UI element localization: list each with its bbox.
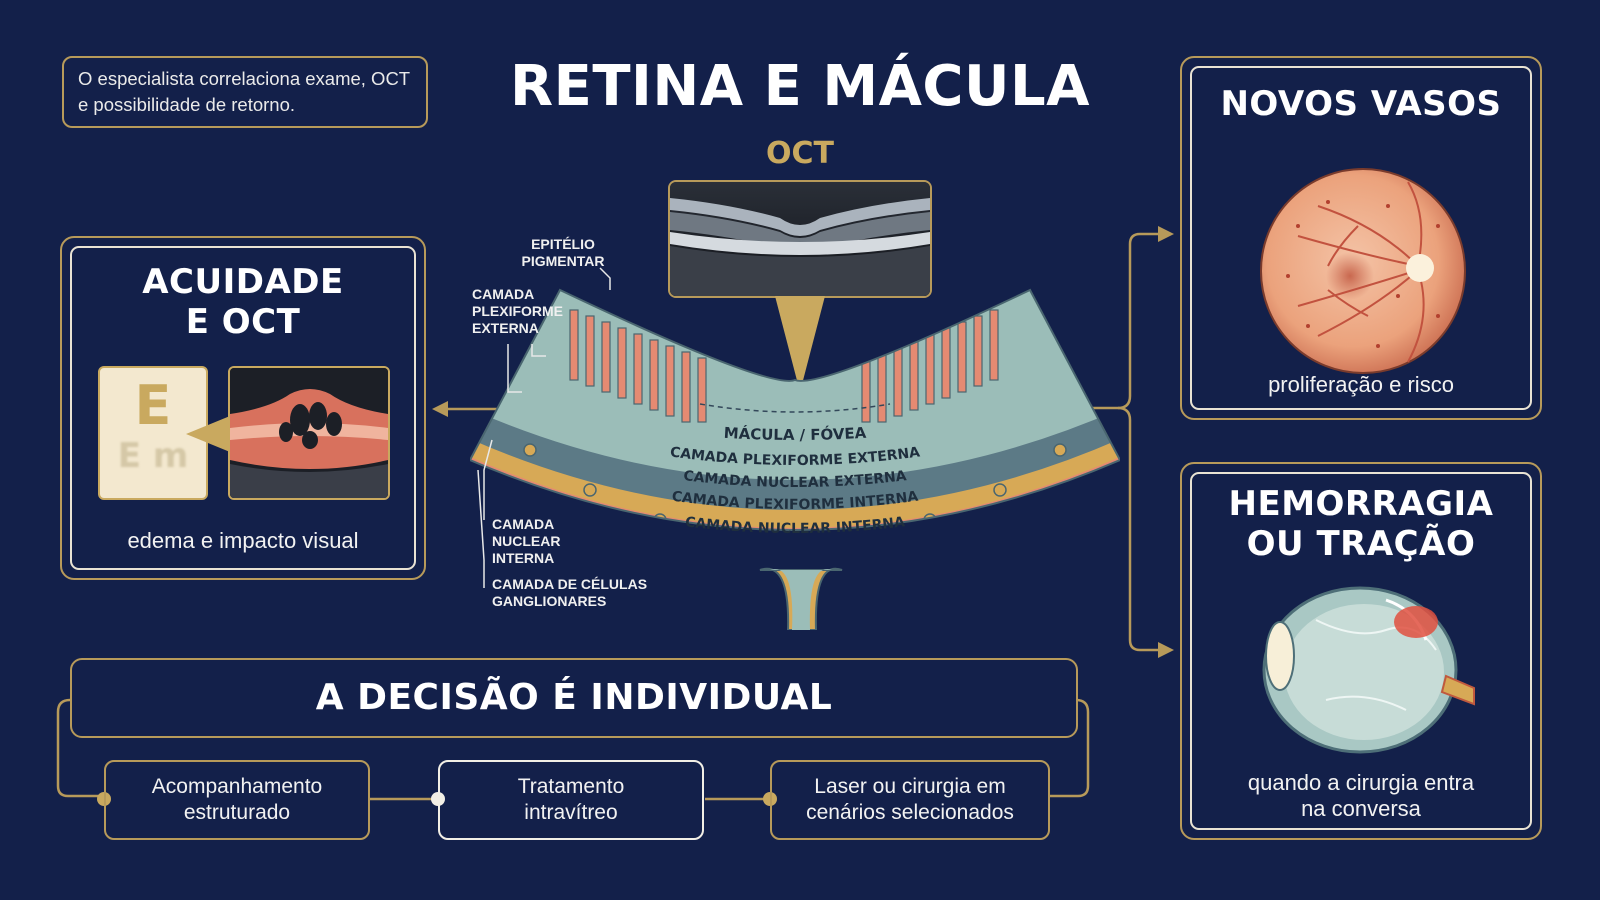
oct-scan-frame: [668, 180, 932, 298]
acuidade-panel: [60, 236, 426, 580]
option-acompanhamento-line2: estruturado: [183, 801, 291, 824]
hemorragia-panel: [1180, 462, 1542, 840]
novos-vasos-title: NOVOS VASOS: [1220, 84, 1502, 124]
novos-vasos-panel: [1180, 56, 1542, 420]
acuidade-caption: edema e impacto visual: [127, 528, 359, 553]
label-epitelio-pigmentar: EPITÉLIO PIGMENTAR: [521, 236, 605, 269]
label-celulas-ganglionares: CAMADA DE CÉLULAS GANGLIONARES: [492, 576, 648, 609]
eye-chart-big-letter: E: [134, 374, 172, 437]
option-tratamento-line2: intravítreo: [524, 801, 618, 824]
option-tratamento-line1: Tratamento: [517, 775, 625, 798]
hemorragia-title-line2: OU TRAÇÃO: [1246, 524, 1476, 564]
eye-chart-small-letters: E m: [117, 436, 189, 476]
option-tratamento: Tratamento intravítreo: [438, 760, 704, 840]
novos-vasos-caption: proliferação e risco: [1268, 372, 1454, 397]
eyeball-image: [1262, 586, 1475, 754]
acuidade-title-line2: E OCT: [185, 302, 301, 342]
option-acompanhamento: Acompanhamento estruturado: [104, 760, 370, 840]
edema-oct-image-frame: [228, 366, 390, 500]
svg-text:CAMADA NUCLEAR EXTERNA: CAMADA NUCLEAR EXTERNA: [683, 468, 908, 491]
option-laser-cirurgia: Laser ou cirurgia em cenários selecionad…: [770, 760, 1050, 840]
intro-note: O especialista correlaciona exame, OCT e…: [62, 56, 428, 128]
decisao-header-box: A DECISÃO É INDIVIDUAL: [70, 658, 1078, 738]
retina-cross-section: MÁCULA / FÓVEA CAMADA PLEXIFORME EXTERNA…: [470, 288, 1120, 630]
svg-text:MÁCULA / FÓVEA: MÁCULA / FÓVEA: [723, 424, 867, 444]
edema-oct-image: [230, 368, 388, 498]
layer-label-nuclear-externa: CAMADA NUCLEAR EXTERNA: [683, 468, 908, 491]
label-nuclear-interna: CAMADA NUCLEAR INTERNA: [492, 516, 561, 566]
hemorragia-title-line1: HEMORRAGIA: [1228, 484, 1494, 524]
option-laser-line1: Laser ou cirurgia em: [814, 775, 1006, 798]
oct-label: OCT: [766, 136, 834, 171]
hemorragia-caption-line1: quando a cirurgia entra: [1247, 770, 1475, 795]
oct-pointer-arrow: [775, 296, 825, 392]
intro-note-text: O especialista correlaciona exame, OCT e…: [78, 68, 410, 115]
acuidade-title-line1: ACUIDADE: [142, 262, 344, 302]
label-plexiforme-externa: CAMADA PLEXIFORME EXTERNA: [472, 286, 564, 336]
layer-label-nuclear-interna: CAMADA NUCLEAR INTERNA: [684, 514, 906, 537]
option-laser-line2: cenários selecionados: [806, 801, 1014, 824]
macula-label: MÁCULA / FÓVEA: [723, 424, 867, 444]
decisao-title: A DECISÃO É INDIVIDUAL: [315, 677, 833, 718]
oct-scan-image: [670, 182, 930, 296]
hemorragia-caption-line2: na conversa: [1301, 796, 1421, 821]
chart-pointer-arrow: [186, 416, 230, 452]
fundus-image: [1260, 168, 1466, 374]
option-acompanhamento-line1: Acompanhamento: [151, 775, 323, 798]
svg-text:CAMADA NUCLEAR INTERNA: CAMADA NUCLEAR INTERNA: [684, 514, 906, 537]
page-title: RETINA E MÁCULA: [509, 54, 1091, 119]
